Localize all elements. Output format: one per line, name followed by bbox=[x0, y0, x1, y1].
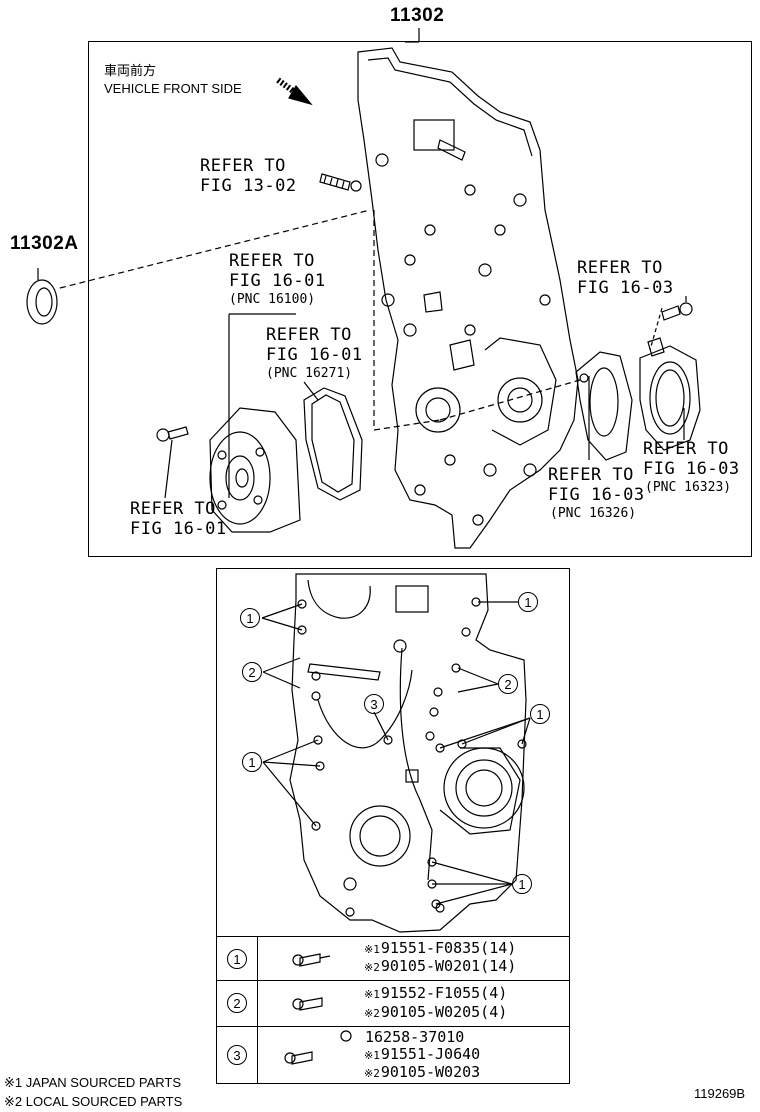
legend-row-3: 3 bbox=[216, 1026, 570, 1084]
callout-1: 1 bbox=[227, 949, 247, 969]
ref-line2: FIG 13-02 bbox=[200, 176, 297, 196]
callout-2[interactable]: 2 bbox=[498, 674, 518, 694]
part-number[interactable]: ※191551-J0640 bbox=[364, 1046, 480, 1064]
callout-2: 2 bbox=[227, 993, 247, 1013]
part-number[interactable]: ※191552-F1055(4) bbox=[364, 985, 507, 1003]
bolt-icon bbox=[292, 997, 323, 1011]
legend-row-number: 2 bbox=[216, 981, 258, 1026]
part-number[interactable]: ※191551-F0835(14) bbox=[364, 940, 516, 958]
part-number-text: 91552-F1055(4) bbox=[380, 984, 508, 1002]
source-mark: ※1 bbox=[364, 943, 380, 956]
bolt-icon bbox=[284, 1051, 313, 1065]
part-number[interactable]: 16258-37010 bbox=[364, 1029, 464, 1047]
ref-line1: REFER TO bbox=[577, 258, 663, 278]
callout-1[interactable]: 1 bbox=[518, 592, 538, 612]
ref-line2: FIG 16-01 bbox=[229, 271, 326, 291]
callout-1[interactable]: 1 bbox=[240, 608, 260, 628]
ref-line2: FIG 16-03 bbox=[577, 278, 674, 298]
nut-icon bbox=[340, 1030, 352, 1042]
oil-seal-icon bbox=[26, 268, 58, 325]
legend-row-2: 2 bbox=[216, 980, 570, 1026]
legend-row-1: 1 bbox=[216, 936, 570, 980]
water-pump-icon bbox=[209, 407, 301, 533]
bolt-icon bbox=[156, 426, 189, 442]
front-arrow-icon bbox=[276, 77, 313, 106]
orientation-english: VEHICLE FRONT SIDE bbox=[104, 81, 242, 96]
part-number-text: 16258-37010 bbox=[365, 1028, 465, 1046]
source-mark: ※2 bbox=[364, 961, 380, 974]
callout-1[interactable]: 1 bbox=[242, 752, 262, 772]
timing-cover-drawing bbox=[357, 47, 579, 549]
cover-rear-view-drawing bbox=[289, 573, 527, 933]
gasket-icon bbox=[303, 387, 363, 501]
source-mark: ※1 bbox=[364, 988, 380, 1001]
source-mark: ※1 bbox=[364, 1049, 380, 1062]
callout-3: 3 bbox=[227, 1045, 247, 1065]
ref-line1: REFER TO bbox=[643, 439, 729, 459]
legend-row-number: 1 bbox=[216, 937, 258, 980]
water-inlet-icon bbox=[639, 337, 701, 451]
bolt-icon bbox=[661, 296, 693, 321]
ref-pnc: (PNC 16271) bbox=[266, 366, 353, 381]
ref-line1: REFER TO bbox=[200, 156, 286, 176]
ref-pnc: (PNC 16323) bbox=[645, 480, 732, 495]
part-number-text: 91551-J0640 bbox=[380, 1045, 481, 1063]
main-diagram-frame bbox=[88, 41, 752, 557]
figure-id: 119269B bbox=[694, 1086, 746, 1101]
callout-1[interactable]: 1 bbox=[530, 704, 550, 724]
callout-1[interactable]: 1 bbox=[512, 874, 532, 894]
footnote-japan: ※1 JAPAN SOURCED PARTS bbox=[4, 1075, 182, 1090]
orientation-japanese: 車両前方 bbox=[104, 63, 157, 78]
callout-2[interactable]: 2 bbox=[242, 662, 262, 682]
part-number-text: 90105-W0201(14) bbox=[380, 957, 517, 975]
ref-line2: FIG 16-01 bbox=[266, 345, 363, 365]
footnote-local: ※2 LOCAL SOURCED PARTS bbox=[4, 1094, 183, 1109]
part-number[interactable]: ※290105-W0203 bbox=[364, 1064, 480, 1082]
ref-line2: FIG 16-03 bbox=[548, 485, 645, 505]
ref-line1: REFER TO bbox=[266, 325, 352, 345]
ref-line2: FIG 16-01 bbox=[130, 519, 227, 539]
part-number-text: 90105-W0203 bbox=[380, 1063, 481, 1081]
bolt-icon bbox=[292, 953, 331, 967]
stud-bolt-icon bbox=[319, 173, 362, 192]
ref-line1: REFER TO bbox=[229, 251, 315, 271]
ref-line1: REFER TO bbox=[130, 499, 216, 519]
main-part-number[interactable]: 11302 bbox=[390, 5, 445, 26]
callout-3[interactable]: 3 bbox=[364, 694, 384, 714]
part-number-text: 91551-F0835(14) bbox=[380, 939, 517, 957]
source-mark: ※2 bbox=[364, 1007, 380, 1020]
oil-seal-part-number[interactable]: 11302A bbox=[10, 233, 79, 254]
gasket-icon bbox=[575, 351, 633, 461]
ref-pnc: (PNC 16100) bbox=[229, 292, 316, 307]
detail-inset-frame bbox=[216, 568, 570, 1084]
legend-row-number: 3 bbox=[216, 1027, 258, 1084]
source-mark: ※2 bbox=[364, 1067, 380, 1080]
ref-line1: REFER TO bbox=[548, 465, 634, 485]
part-number[interactable]: ※290105-W0205(4) bbox=[364, 1004, 507, 1022]
ref-line2: FIG 16-03 bbox=[643, 459, 740, 479]
part-number-text: 90105-W0205(4) bbox=[380, 1003, 508, 1021]
ref-pnc: (PNC 16326) bbox=[550, 506, 637, 521]
part-number[interactable]: ※290105-W0201(14) bbox=[364, 958, 516, 976]
